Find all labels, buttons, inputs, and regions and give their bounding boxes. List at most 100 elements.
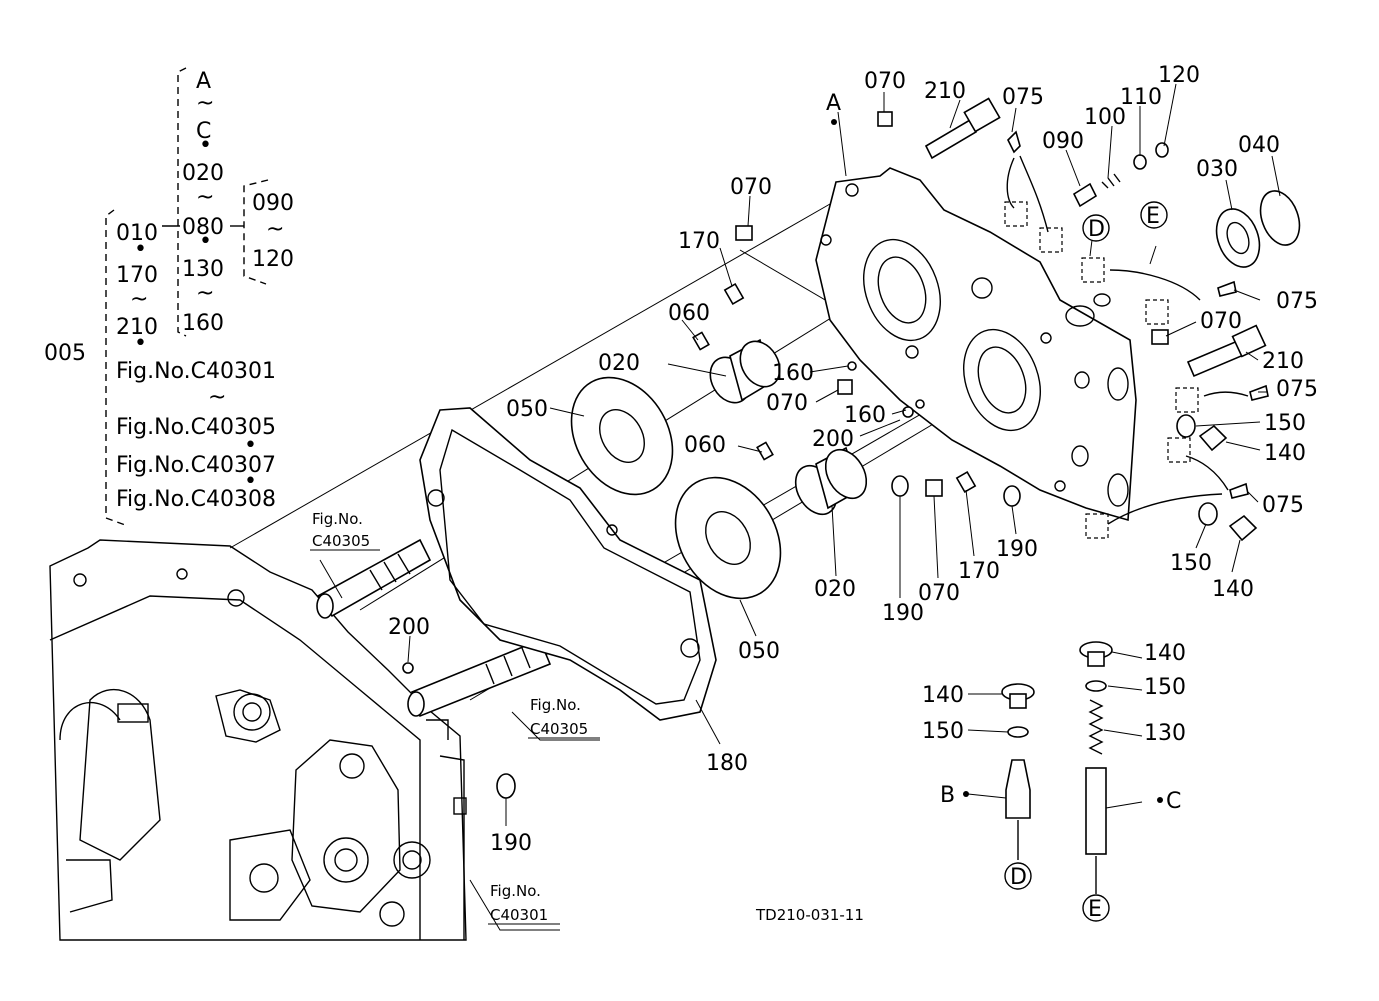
callout-p075d: 075 [1262,493,1304,518]
callout-p150c: 150 [1144,675,1186,700]
fig-ref-0-line1: Fig.No. [312,510,363,528]
callout-p200b: 200 [388,615,430,640]
tree-a-9: ~ [196,281,214,306]
callout-p060b: 060 [684,433,726,458]
callout-p170a: 170 [678,229,720,254]
callout-p070d: 070 [766,391,808,416]
callout-p190c: 190 [490,831,532,856]
callout-p090: 090 [1042,129,1084,154]
callout-pB: B [940,783,955,808]
callout-labels: 070 210 075 100 120 110 090 040 030 A 07… [388,63,1318,922]
tree-fig-3: • [244,433,257,458]
side-plate-050-upper [570,376,674,496]
callout-p140a: 140 [1264,441,1306,466]
tree-c-5: • [134,331,147,356]
transmission-case [49,539,467,941]
callout-pD: D [1088,217,1105,242]
tree-a-6: 080 [182,215,224,240]
bearing-020-upper [709,338,781,404]
callout-p050b: 050 [738,639,780,664]
tree-c-4: 210 [116,315,158,340]
tree-a-4: 020 [182,161,224,186]
tree-fig-6: Fig.No.C40308 [116,487,276,512]
callout-p160a: 160 [772,361,814,386]
tree-c-2: 170 [116,263,158,288]
callout-p070a: 070 [864,69,906,94]
callout-p140d: 140 [922,683,964,708]
bearing-020-lower [794,446,868,516]
callout-p200a: 200 [812,427,854,452]
callout-p070c: 070 [1200,309,1242,334]
callout-pC: C [1166,789,1181,814]
assembly-number: 005 [44,341,86,366]
callout-pE2: E [1088,897,1102,922]
tree-a-2: C [196,119,211,144]
pump-housing [815,167,1137,522]
callout-p150a: 150 [1264,411,1306,436]
callout-p075a: 075 [1002,85,1044,110]
tree-a-8: 130 [182,257,224,282]
callout-pD2: D [1010,865,1027,890]
callout-p210a: 210 [924,79,966,104]
tree-c-1: • [134,237,147,262]
tree-a-7: • [199,229,212,254]
hidden-port-boxes [1004,201,1199,539]
tree-fig-4: Fig.No.C40307 [116,453,276,478]
tree-a-1: ~ [196,91,214,116]
fig-ref-1-line2: C40305 [530,720,588,738]
fig-ref-2-line2: C40301 [490,906,548,924]
callout-p190a: 190 [882,601,924,626]
callout-p130: 130 [1144,721,1186,746]
callout-pA: A [826,91,841,116]
callout-p050a: 050 [506,397,548,422]
tree-b-2: 120 [252,247,294,272]
tree-a-5: ~ [196,185,214,210]
callout-p030: 030 [1196,157,1238,182]
tree-a-3: • [199,133,212,158]
callout-p210b: 210 [1262,349,1304,374]
callout-p070e: 070 [918,581,960,606]
tree-a-0: A [196,69,211,94]
callout-p060a: 060 [668,301,710,326]
tree-b-0: 090 [252,191,294,216]
callout-p075c: 075 [1276,377,1318,402]
side-plate-050-lower [674,476,782,600]
callout-p170b: 170 [958,559,1000,584]
callout-p110: 110 [1120,85,1162,110]
fig-ref-1-line1: Fig.No. [530,696,581,714]
valve-assembly-b [1001,683,1035,890]
callout-p070b: 070 [730,175,772,200]
drawing-code: TD210-031-11 [755,906,864,924]
small-parts [402,97,1301,799]
tree-fig-1: ~ [208,385,226,410]
tree-fig-2: Fig.No.C40305 [116,415,276,440]
leader-lines [319,83,1281,931]
callout-p150d: 150 [922,719,964,744]
tree-c-0: 010 [116,221,158,246]
part-hierarchy-tree: A ~ C • 020 ~ 080 • 130 ~ 160 090 ~ 120 … [44,67,294,527]
callout-p150b: 150 [1170,551,1212,576]
upper-shaft [316,538,432,619]
tree-fig-5: • [244,469,257,494]
callout-pE: E [1146,204,1160,229]
callout-p190b: 190 [996,537,1038,562]
figure-references: Fig.No. C40305 Fig.No. C40305 Fig.No. C4… [310,510,600,925]
callout-p040: 040 [1238,133,1280,158]
callout-p140c: 140 [1144,641,1186,666]
tree-fig-0: Fig.No.C40301 [116,359,276,384]
lower-shaft [407,638,552,718]
tree-b-1: ~ [266,217,284,242]
callout-p140b: 140 [1212,577,1254,602]
callout-p100: 100 [1084,105,1126,130]
callout-p180: 180 [706,751,748,776]
tree-a-10: 160 [182,311,224,336]
tree-c-3: ~ [130,287,148,312]
fig-ref-2-line1: Fig.No. [490,882,541,900]
callout-p160b: 160 [844,403,886,428]
callout-p020a: 020 [598,351,640,376]
callout-p120: 120 [1158,63,1200,88]
gasket-180 [419,407,717,721]
callout-p075b: 075 [1276,289,1318,314]
